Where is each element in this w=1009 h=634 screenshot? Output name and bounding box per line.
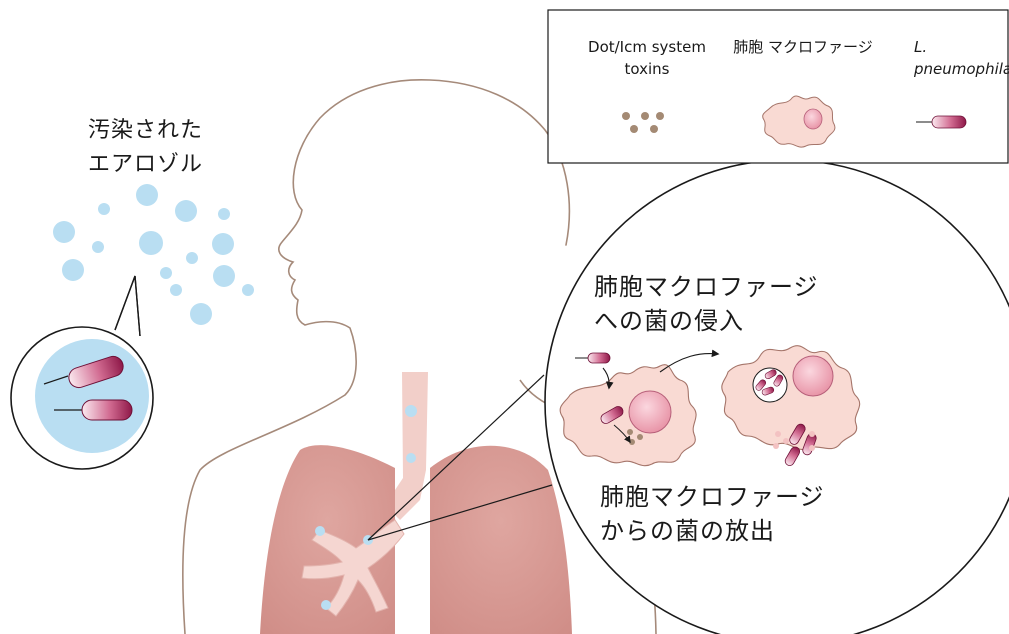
legend-label-macrophage: 肺胞 マクロファージ xyxy=(728,36,878,58)
bacterium-incoming xyxy=(588,353,610,363)
aerosol-droplet xyxy=(315,526,325,536)
aerosol-label: 汚染された エアロゾル xyxy=(88,114,203,182)
aerosol-droplet xyxy=(321,600,331,610)
right-lung xyxy=(430,446,572,634)
aerosol-zoom-bubble xyxy=(11,276,153,469)
release-label: 肺胞マクロファージ からの菌の放出 xyxy=(600,480,825,548)
aerosol-droplet xyxy=(406,453,416,463)
legend-label-bacterium: L. pneumophila xyxy=(914,36,1004,80)
aerosol-droplet xyxy=(405,405,417,417)
aerosol-cloud xyxy=(53,184,254,325)
legend-label-toxins: Dot/Icm system toxins xyxy=(572,36,722,80)
invasion-label: 肺胞マクロファージ への菌の侵入 xyxy=(594,270,819,338)
